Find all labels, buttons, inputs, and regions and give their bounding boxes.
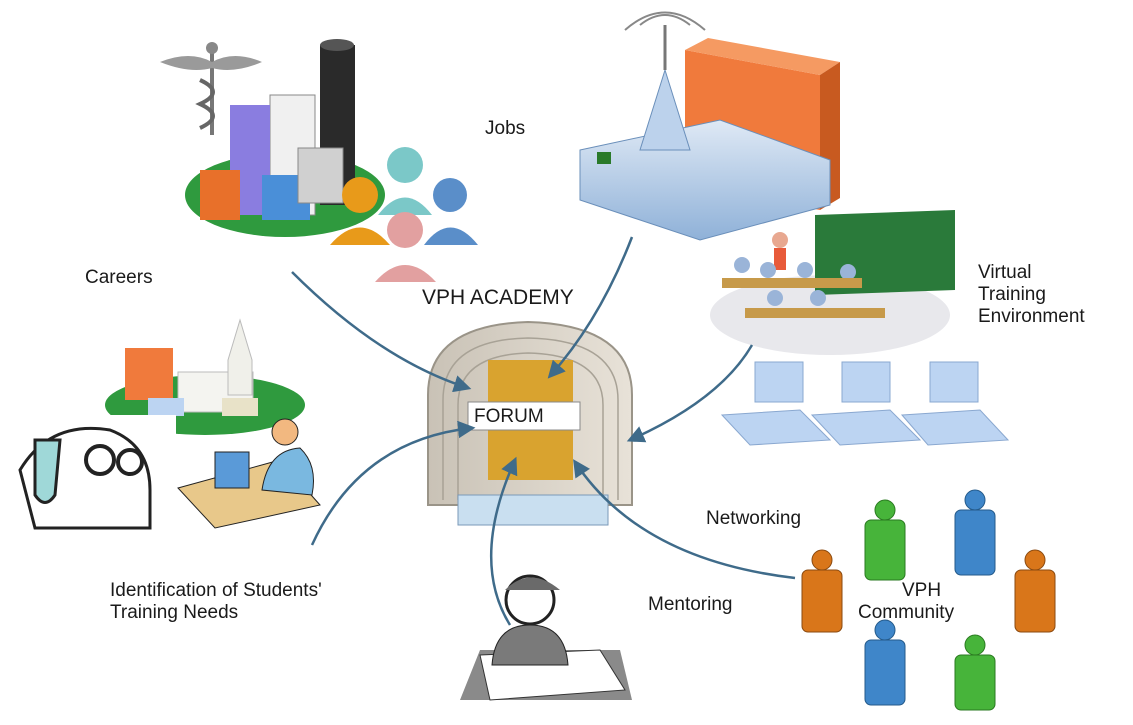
- label-vph-academy: VPH ACADEMY: [422, 286, 574, 309]
- arrow-jobs: [547, 236, 634, 379]
- label-jobs: Jobs: [485, 118, 526, 139]
- scientist-icon: [18, 415, 176, 530]
- arrow-mentoring: [573, 459, 796, 580]
- label-community-line2: Community: [858, 602, 955, 623]
- label-students-needs-line1: Identification of Students': [110, 580, 322, 601]
- arrow-careers: [291, 271, 472, 393]
- city-buildings-icon: [200, 39, 355, 220]
- forum-label-box: [467, 401, 581, 431]
- student-at-computer-icon: [177, 418, 321, 529]
- jobs-illustration: [579, 11, 840, 241]
- classroom-icon: [710, 210, 955, 355]
- wireless-router-icon: [579, 11, 831, 241]
- careers-illustration: [160, 39, 478, 282]
- arrow-students: [310, 420, 476, 546]
- label-virtual-training-line3: Environment: [978, 306, 1085, 327]
- label-virtual-training-line2: Training: [978, 284, 1046, 305]
- label-careers: Careers: [85, 267, 153, 288]
- label-networking: Networking: [706, 508, 802, 529]
- arrow-student-bottom: [490, 456, 518, 626]
- label-community: VPH Community: [858, 580, 954, 624]
- computer-network-icon: [720, 361, 1010, 446]
- label-virtual-training-line1: Virtual: [978, 262, 1032, 283]
- people-community-icon: [801, 489, 1056, 711]
- label-mentoring: Mentoring: [648, 594, 733, 615]
- label-students-needs-line2: Training Needs: [110, 602, 239, 623]
- label-virtual-training: Virtual Training Environment: [978, 262, 1085, 328]
- arrows: [291, 236, 796, 626]
- label-students-needs: Identification of Students' Training Nee…: [110, 580, 322, 624]
- label-community-line1: VPH: [902, 580, 942, 601]
- thinking-student-icon: [460, 574, 632, 701]
- caduceus-icon: [160, 42, 262, 135]
- business-people-icon: [330, 147, 478, 282]
- label-forum: FORUM: [474, 406, 544, 427]
- arrow-training: [626, 344, 754, 443]
